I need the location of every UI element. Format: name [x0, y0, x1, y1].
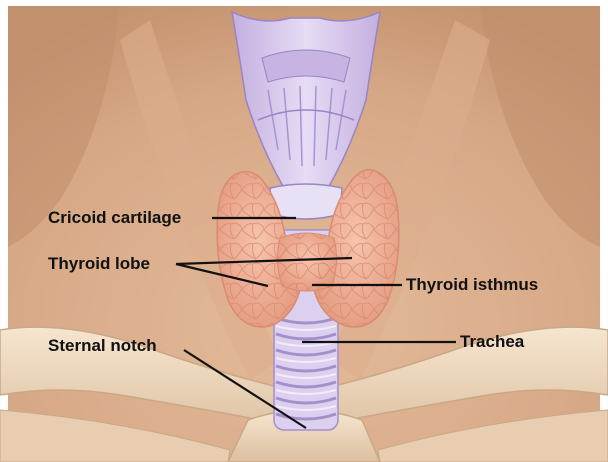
cricoid-cartilage	[270, 184, 342, 219]
label-thyroid-lobe: Thyroid lobe	[48, 254, 150, 274]
label-cricoid-cartilage: Cricoid cartilage	[48, 208, 181, 228]
label-thyroid-isthmus: Thyroid isthmus	[406, 275, 538, 295]
label-trachea: Trachea	[460, 332, 524, 352]
frame-top	[0, 0, 608, 6]
label-sternal-notch: Sternal notch	[48, 336, 157, 356]
